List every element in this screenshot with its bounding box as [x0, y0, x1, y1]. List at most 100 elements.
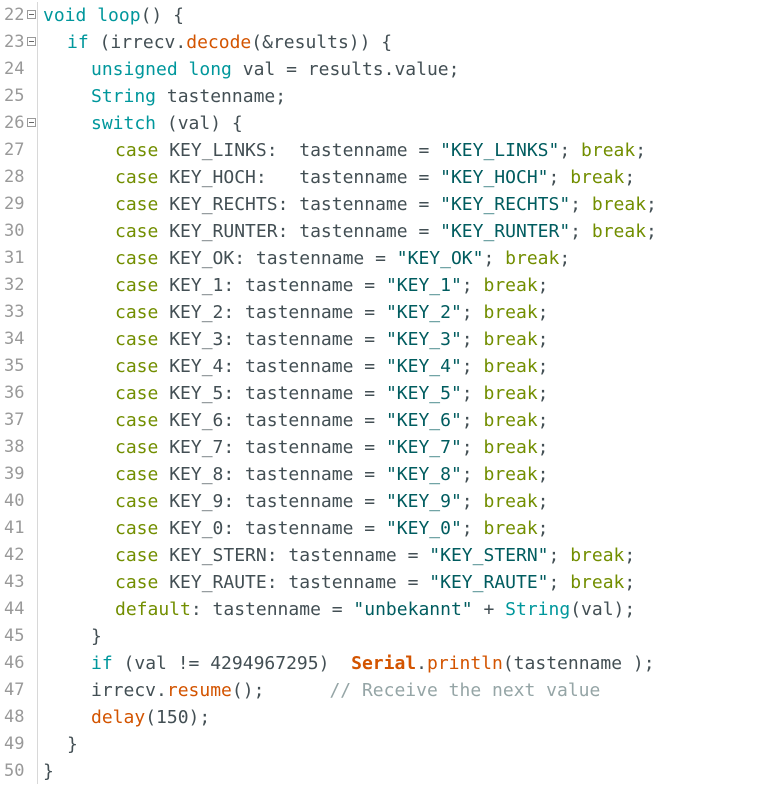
code-token: ; [537, 383, 549, 404]
code-token: KEY_HOCH: tastenname = [158, 167, 441, 188]
code-token: case [115, 275, 159, 296]
code-text: } [67, 731, 78, 758]
code-token: + [472, 599, 506, 620]
line-number: 37 [4, 410, 25, 430]
code-token: "KEY_2" [385, 302, 462, 323]
fold-collapse-icon[interactable] [27, 118, 36, 127]
code-token: String [91, 86, 157, 107]
line-number: 36 [4, 383, 25, 403]
code-token: "KEY_HOCH" [440, 167, 549, 188]
code-token: KEY_RUNTER: tastenname = [158, 221, 441, 242]
code-token: ; [548, 167, 571, 188]
code-line[interactable]: 27 case KEY_LINKS: tastenname = "KEY_LINK… [0, 137, 758, 164]
line-number: 24 [4, 59, 25, 79]
code-token: switch [91, 113, 157, 134]
code-token: KEY_0: tastenname = [158, 518, 386, 539]
line-number: 40 [4, 491, 25, 511]
code-token: ; [461, 356, 484, 377]
code-token: "KEY_OK" [396, 248, 484, 269]
code-token: KEY_4: tastenname = [158, 356, 386, 377]
code-token: break [483, 383, 538, 404]
code-token: ; [537, 518, 549, 539]
code-token: tastenname; [156, 86, 287, 107]
code-token: ; [461, 410, 484, 431]
code-token: "KEY_RAUTE" [429, 572, 549, 593]
line-number: 27 [4, 140, 25, 160]
code-text: case KEY_LINKS: tastenname = "KEY_LINKS"… [115, 137, 646, 164]
line-number: 50 [4, 761, 25, 781]
gutter-divider [37, 2, 38, 784]
code-token: "KEY_1" [385, 275, 462, 296]
code-token: break [483, 356, 538, 377]
code-token: ; [537, 356, 549, 377]
code-token: ; [646, 194, 657, 215]
code-text: void loop() { [43, 2, 184, 29]
line-number: 48 [4, 707, 25, 727]
code-token: break [505, 248, 560, 269]
code-line[interactable]: 48 delay(150); [0, 704, 758, 731]
code-token: long [188, 59, 232, 80]
code-token: } [43, 761, 54, 782]
code-token: ; [559, 140, 582, 161]
code-token: ; [461, 437, 484, 458]
code-token: (irrecv. [88, 32, 187, 53]
code-text: case KEY_3: tastenname = "KEY_3"; break; [115, 326, 549, 353]
code-token: break [591, 221, 647, 242]
code-token: Serial [351, 653, 417, 674]
code-token: . [416, 653, 427, 674]
code-token: () { [140, 5, 184, 26]
code-line[interactable]: 45} [0, 623, 758, 650]
code-text: case KEY_1: tastenname = "KEY_1"; break; [115, 272, 549, 299]
code-text: delay(150); [91, 704, 210, 731]
code-token: case [115, 329, 159, 350]
code-token: "KEY_RECHTS" [440, 194, 571, 215]
line-number: 45 [4, 626, 25, 646]
code-token: ; [461, 518, 484, 539]
code-token: "KEY_3" [385, 329, 462, 350]
line-number: 28 [4, 167, 25, 187]
code-token: unsigned [91, 59, 178, 80]
code-token: (tastenname ); [502, 653, 655, 674]
code-text: case KEY_9: tastenname = "KEY_9"; break; [115, 488, 549, 515]
code-token: KEY_RAUTE: tastenname = [158, 572, 430, 593]
code-token: ; [624, 167, 636, 188]
code-token: ; [461, 329, 484, 350]
code-token: break [483, 437, 538, 458]
code-token: KEY_STERN: tastenname = [158, 545, 430, 566]
code-line[interactable]: 49} [0, 731, 758, 758]
code-text: case KEY_STERN: tastenname = "KEY_STERN"… [115, 542, 635, 569]
code-token: break [483, 518, 538, 539]
code-line[interactable]: 50} [0, 758, 758, 785]
fold-collapse-icon[interactable] [27, 37, 36, 46]
line-number: 39 [4, 464, 25, 484]
code-token: KEY_5: tastenname = [158, 383, 386, 404]
fold-collapse-icon[interactable] [27, 10, 36, 19]
code-line[interactable]: 40 case KEY_9: tastenname = "KEY_9"; brea… [0, 488, 758, 515]
code-token: KEY_LINKS: tastenname = [158, 140, 441, 161]
code-token [178, 59, 189, 80]
